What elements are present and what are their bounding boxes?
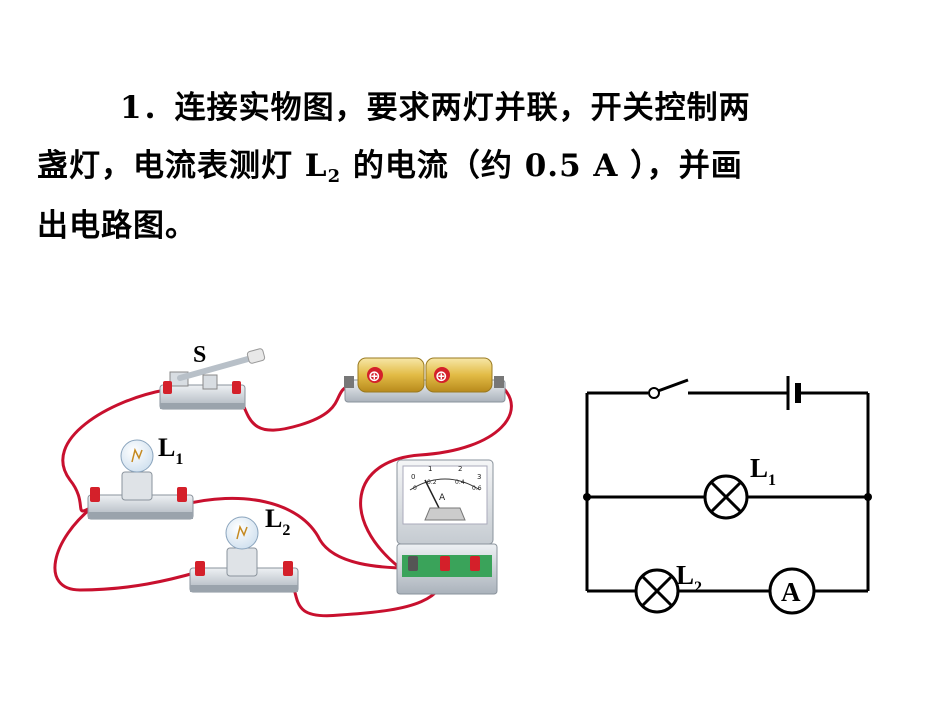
lamp2-physical-sub: 2 <box>282 522 290 539</box>
schematic <box>585 376 870 615</box>
ammeter-scale-top-2: 2 <box>458 465 462 473</box>
question-line-2-a: 盏灯，电流表测灯 L <box>37 148 328 184</box>
junction-left <box>583 493 591 501</box>
ammeter-scale-bottom-2: 0.4 <box>455 479 465 486</box>
ammeter-unit: A <box>439 493 446 503</box>
lamp2-cross-b <box>640 574 674 608</box>
ammeter-scale-top-3: 3 <box>477 473 481 481</box>
wire-switch-to-lamp1 <box>61 388 167 513</box>
question-line-2-sub: 2 <box>327 166 342 187</box>
battery-plus-2: ⊕ <box>435 367 448 385</box>
wires <box>53 383 513 618</box>
schematic-lamp2-label: L2 <box>676 560 702 596</box>
wire-lamp1-to-lamp2 <box>53 503 200 592</box>
lamp2-physical-label: L2 <box>265 504 290 539</box>
lamp2-physical-letter: L <box>265 504 282 533</box>
ammeter-scale-top-0: 0 <box>411 473 415 481</box>
question-line-2: 盏灯，电流表测灯 L2 的电流（约 0.5 A ），并画 <box>37 140 743 187</box>
lamp1-physical-sub: 1 <box>175 451 183 468</box>
ammeter-scale-bottom-1: 0.2 <box>427 479 437 486</box>
question-line-2-b: 的电流（约 0.5 A ），并画 <box>341 148 743 184</box>
lamp1-cross-b <box>709 480 743 514</box>
switch-pivot <box>648 387 660 399</box>
lamp1-symbol <box>703 474 749 520</box>
wire-switch-to-battery <box>236 383 354 432</box>
schematic-lamp1-sub: 1 <box>768 472 776 489</box>
switch-label: S <box>193 342 206 368</box>
question-line-1: 1．连接实物图，要求两灯并联，开关控制两 <box>120 90 751 126</box>
schematic-lamp2-letter: L <box>676 560 694 590</box>
ammeter-scale-bottom-3: 0.6 <box>472 485 482 492</box>
question-line-3: 出电路图。 <box>37 208 197 244</box>
battery-plus-1: ⊕ <box>368 367 381 385</box>
lamp2-symbol <box>634 568 680 614</box>
junction-right <box>864 493 872 501</box>
wire-lamp1-right-to-ammeter <box>180 496 412 570</box>
battery-holder: ⊕ ⊕ <box>344 357 506 403</box>
lamp1-physical-label: L1 <box>158 433 183 468</box>
schematic-lamp1-label: L1 <box>750 453 776 489</box>
ammeter-scale-top-1: 1 <box>428 465 432 473</box>
ammeter-scale-bottom-0: 0 <box>413 485 417 492</box>
schematic-ammeter-label: A <box>781 577 801 607</box>
schematic-lamp2-sub: 2 <box>694 579 702 596</box>
schematic-lamp1-letter: L <box>750 453 768 483</box>
knife-switch <box>159 348 266 410</box>
switch-blade <box>657 378 689 393</box>
lamp2-physical <box>189 516 299 593</box>
lamp1-physical-letter: L <box>158 433 175 462</box>
wire-battery-to-ammeter <box>359 383 513 570</box>
ammeter-physical: A 0 1 2 3 0 0.2 0.4 0.6 <box>396 459 498 595</box>
lamp1-physical <box>87 439 194 520</box>
